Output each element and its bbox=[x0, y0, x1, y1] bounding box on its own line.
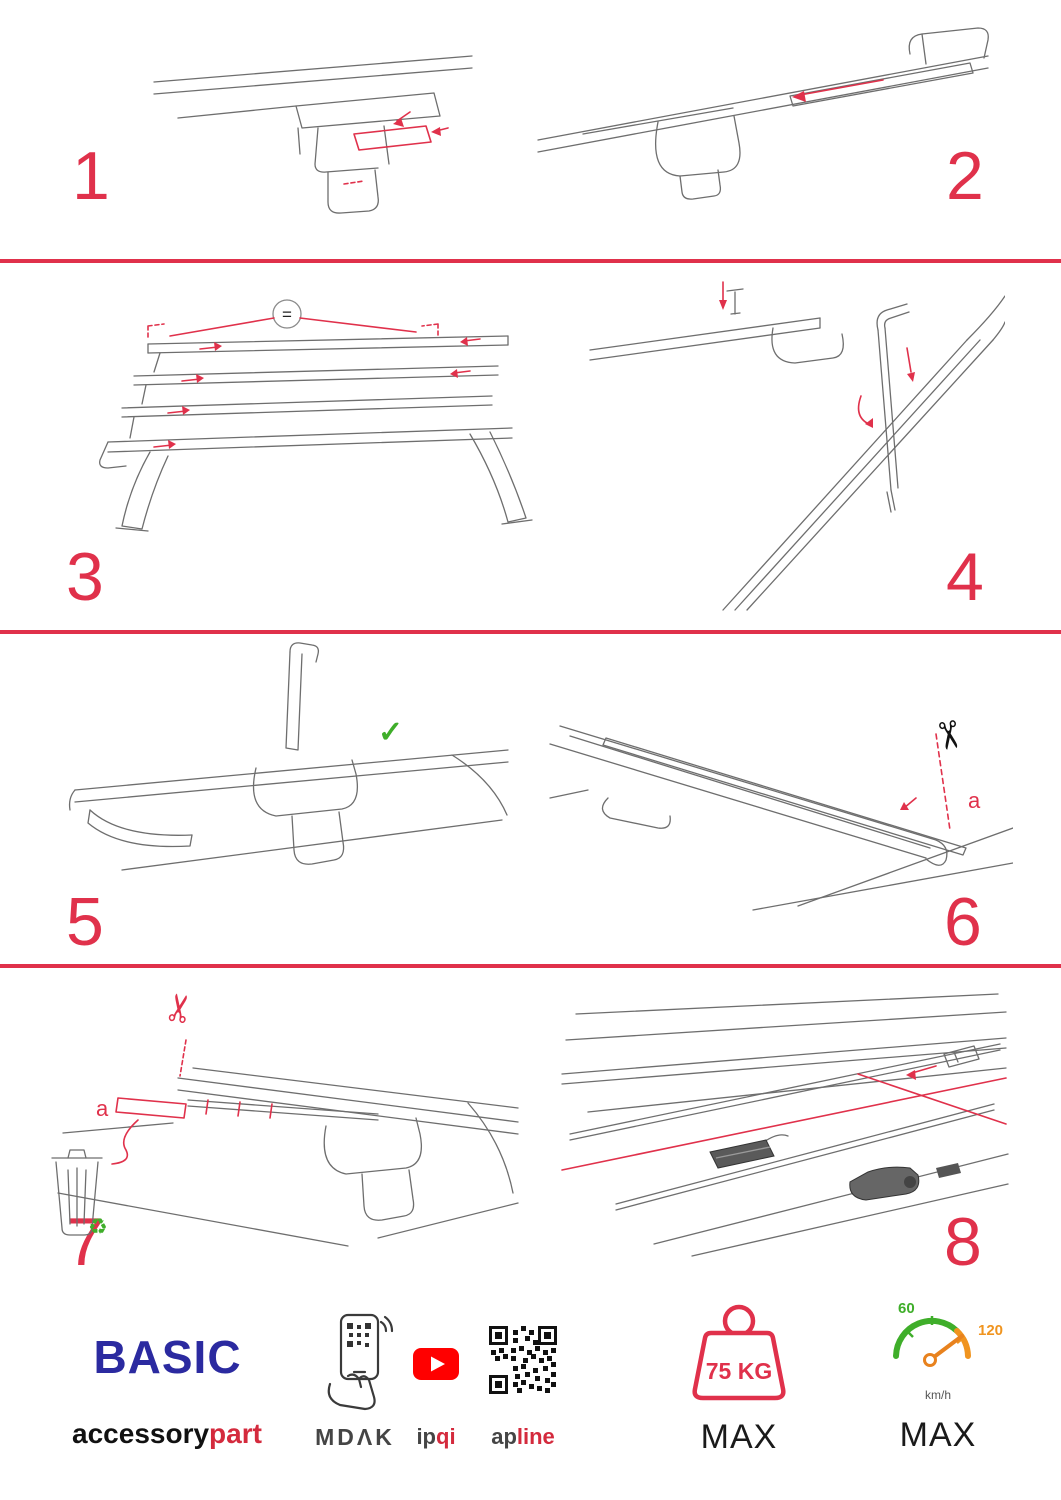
logo-apline: apline bbox=[477, 1424, 569, 1450]
speed-120-label: 120 bbox=[978, 1322, 1004, 1339]
logo-apline-dark: ap bbox=[491, 1424, 517, 1449]
section-divider-3 bbox=[0, 964, 1061, 968]
speedometer-icon bbox=[880, 1298, 996, 1390]
logo-ipqi-red: qi bbox=[436, 1424, 456, 1449]
logo-ipqi-dark: ip bbox=[416, 1424, 436, 1449]
step-1-number: 1 bbox=[72, 138, 110, 214]
label-a: a bbox=[96, 1096, 109, 1121]
step-8-number: 8 bbox=[944, 1204, 982, 1280]
logo-mdak: MDΛK bbox=[315, 1424, 395, 1450]
step-3-number: 3 bbox=[66, 539, 104, 615]
max-weight-label: MAX bbox=[700, 1418, 778, 1456]
scissors-icon: ✂ bbox=[158, 989, 205, 1028]
step-7-number: 7 bbox=[66, 1204, 104, 1280]
brand-basic-logo: BASIC bbox=[93, 1331, 242, 1383]
section-divider-2 bbox=[0, 630, 1061, 634]
logo-apline-red: line bbox=[516, 1424, 555, 1449]
step-5-number: 5 bbox=[66, 884, 104, 960]
step-2-illustration bbox=[528, 22, 1003, 217]
step-1-illustration bbox=[148, 42, 478, 247]
scissors-icon: ✂ bbox=[924, 716, 971, 755]
step-4-number: 4 bbox=[946, 539, 984, 615]
brand-part-text: part bbox=[209, 1418, 262, 1449]
step-6-number: 6 bbox=[944, 884, 982, 960]
recycle-icon: ♻ bbox=[88, 1214, 108, 1239]
section-divider-1 bbox=[0, 259, 1061, 263]
step-5-illustration: ✓ bbox=[60, 638, 525, 910]
youtube-icon[interactable] bbox=[413, 1348, 459, 1380]
qr-code[interactable] bbox=[489, 1326, 557, 1394]
step-7-illustration: ✂ a ♻ bbox=[38, 988, 523, 1253]
equal-spacing-label: = bbox=[282, 305, 292, 324]
step-6-illustration: ✂ a bbox=[548, 678, 1013, 913]
brand-accessory-text: accessory bbox=[72, 1418, 210, 1449]
speed-unit-label: km/h bbox=[924, 1388, 951, 1402]
step-3-illustration: = bbox=[50, 282, 555, 537]
step-8-illustration bbox=[558, 982, 1010, 1267]
label-a: a bbox=[968, 788, 981, 813]
phone-scan-icon bbox=[318, 1312, 394, 1412]
max-weight-icon bbox=[676, 1296, 802, 1408]
brand-accessorypart: accessorypart bbox=[62, 1418, 272, 1450]
logo-ipqi: ipqi bbox=[398, 1424, 474, 1450]
step-2-number: 2 bbox=[946, 138, 984, 214]
max-weight-value: 75 KG bbox=[705, 1358, 773, 1384]
max-speed-label: MAX bbox=[899, 1416, 977, 1454]
step-4-illustration bbox=[575, 278, 1005, 613]
check-icon: ✓ bbox=[378, 716, 403, 749]
speed-60-label: 60 bbox=[898, 1300, 915, 1317]
